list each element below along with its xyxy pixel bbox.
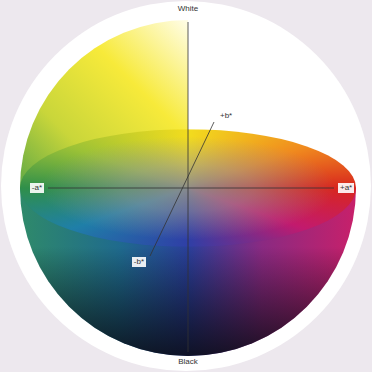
axis-label: -b*: [132, 257, 146, 267]
axis-label: -a*: [30, 183, 44, 193]
axis-label: White: [176, 4, 200, 14]
axis-label: +b*: [218, 111, 234, 121]
axis-label: Black: [176, 357, 200, 367]
axis-label: +a*: [338, 183, 354, 193]
